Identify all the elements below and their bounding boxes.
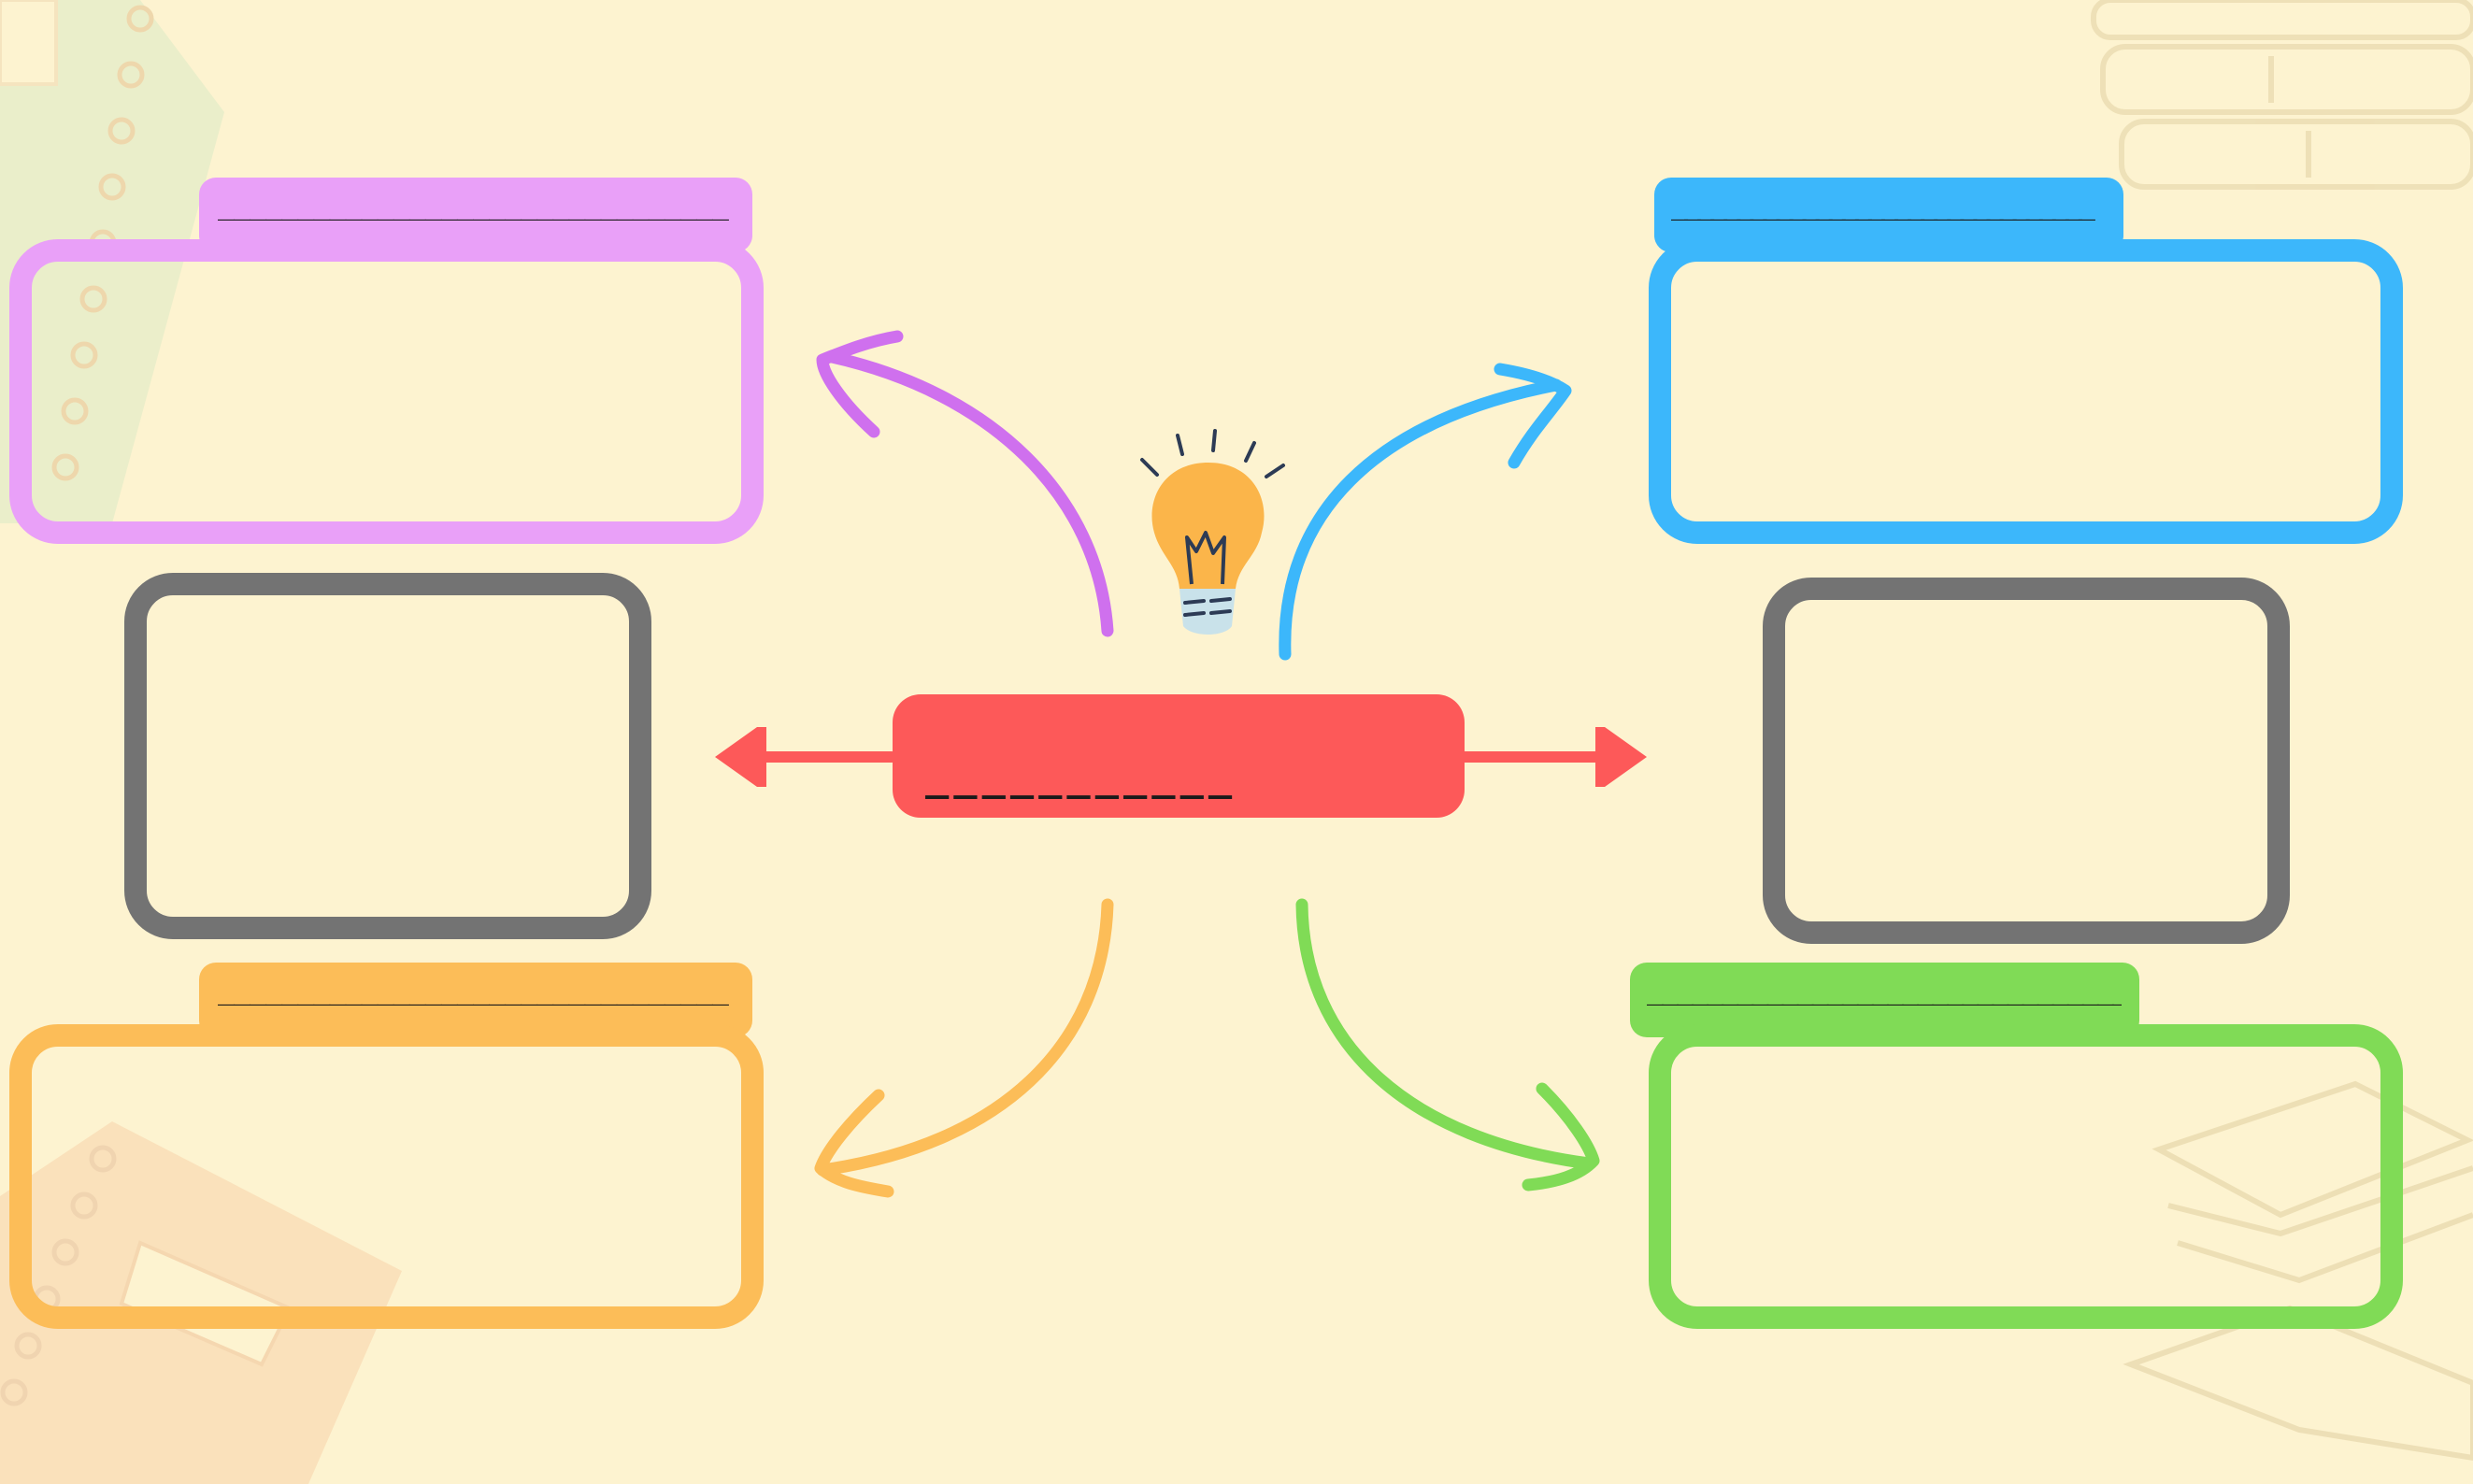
branch-tab-top-right-label[interactable]: ________________________________: [1671, 192, 2095, 221]
curved-arrow-top-left: [825, 350, 1114, 637]
branch-tab-bottom-right-label[interactable]: ________________________________: [1647, 977, 2122, 1006]
branch-bottom-right: [1630, 963, 2403, 1329]
curved-arrow-bottom-left: [816, 898, 1114, 1177]
arrow-right: [1458, 727, 1647, 787]
center-node-label[interactable]: ___________: [925, 757, 1237, 799]
branch-tab-top-left[interactable]: [199, 178, 752, 252]
branch-tab-top-right[interactable]: [1654, 178, 2123, 252]
center-node[interactable]: [893, 694, 1465, 818]
branch-tab-bottom-left-label[interactable]: ________________________________: [218, 977, 729, 1006]
curved-arrow-top-right: [1279, 378, 1563, 661]
lightbulb-icon: [1140, 429, 1285, 635]
branch-top-left: [9, 178, 764, 544]
branch-tab-bottom-right[interactable]: [1630, 963, 2139, 1037]
curved-arrow-bottom-right-head: [1522, 1082, 1600, 1191]
branch-box-top-right[interactable]: [1649, 239, 2403, 544]
branch-box-bottom-left[interactable]: [9, 1024, 764, 1329]
arrow-left: [715, 727, 897, 787]
branch-tab-top-left-label[interactable]: ________________________________: [218, 192, 729, 221]
books-decoration-top-right: [2091, 0, 2473, 190]
curved-arrow-top-left-head: [816, 330, 904, 438]
branch-tab-bottom-left[interactable]: [199, 963, 752, 1037]
branch-box-bottom-right[interactable]: [1649, 1024, 2403, 1329]
side-box-right[interactable]: [1763, 578, 2290, 944]
curved-arrow-bottom-right: [1295, 898, 1595, 1170]
branch-box-top-left[interactable]: [9, 239, 764, 544]
center-arrows: [715, 330, 1647, 1198]
side-box-left[interactable]: [124, 573, 651, 939]
books-decoration-bottom-right: [2123, 1080, 2473, 1462]
curved-arrow-top-right-head: [1494, 363, 1572, 469]
curved-arrow-bottom-left-head: [814, 1089, 894, 1198]
branch-top-right: [1649, 178, 2403, 544]
notebook-decoration-bottom-left: [0, 1121, 402, 1484]
branch-bottom-left: [9, 963, 764, 1329]
